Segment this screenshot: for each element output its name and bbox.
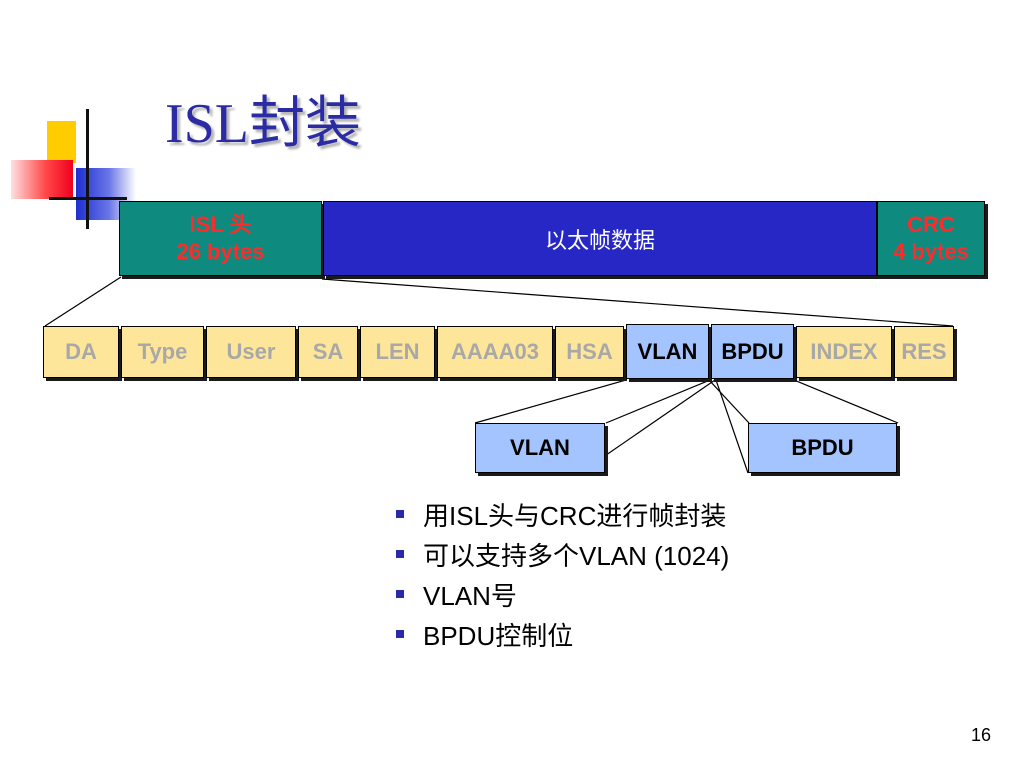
detail-vlan-box: VLAN: [475, 423, 605, 473]
field-res: RES: [894, 326, 954, 378]
bullet-item: BPDU控制位: [396, 614, 729, 654]
connector-bpdu-left: [708, 379, 750, 424]
bullet-square-icon: [396, 590, 404, 598]
bullet-text: VLAN号: [423, 580, 517, 611]
bullet-text: 用ISL头与CRC进行帧封装: [423, 500, 727, 531]
connector-bpdu-right: [793, 379, 899, 424]
bullet-list: 用ISL头与CRC进行帧封装 可以支持多个VLAN (1024) VLAN号 B…: [396, 494, 729, 654]
detail-bpdu-box: BPDU: [748, 423, 897, 473]
connector-vlan-left: [474, 379, 627, 424]
bullet-square-icon: [396, 630, 404, 638]
slide-title: ISL封装: [165, 93, 361, 155]
bullet-text: BPDU控制位: [423, 620, 574, 651]
decor-yellow-square: [47, 121, 76, 163]
field-sa: SA: [298, 326, 358, 378]
page-number: 16: [970, 725, 991, 745]
field-index: INDEX: [796, 326, 892, 378]
decor-red-bar: [11, 160, 73, 199]
field-aaaa03: AAAA03: [437, 326, 553, 378]
connector-bpdu-vlan-right: [715, 379, 749, 474]
bullet-item: 可以支持多个VLAN (1024): [396, 534, 729, 574]
field-type: Type: [121, 326, 204, 378]
bullet-item: 用ISL头与CRC进行帧封装: [396, 494, 729, 534]
crc-label: CRC: [907, 212, 955, 238]
bullet-text: 可以支持多个VLAN (1024): [423, 540, 730, 571]
ethernet-data-box: 以太帧数据: [323, 201, 877, 276]
field-len: LEN: [360, 326, 435, 378]
field-user: User: [206, 326, 296, 378]
decor-vertical-line: [86, 109, 89, 229]
field-bpdu: BPDU: [711, 324, 794, 379]
bullet-square-icon: [396, 550, 404, 558]
bullet-square-icon: [396, 510, 404, 518]
field-hsa: HSA: [555, 326, 624, 378]
field-da: DA: [43, 326, 119, 378]
bullet-item: VLAN号: [396, 574, 729, 614]
crc-size: 4 bytes: [893, 238, 969, 264]
isl-header-label: ISL 头: [189, 212, 252, 238]
crc-box: CRC 4 bytes: [877, 201, 985, 276]
connector-isl-left: [44, 276, 122, 327]
connector-isl-right: [321, 278, 954, 327]
decor-horizontal-line: [49, 197, 127, 200]
isl-header-size: 26 bytes: [176, 238, 265, 264]
isl-header-box: ISL 头 26 bytes: [119, 201, 322, 276]
field-vlan: VLAN: [626, 324, 709, 379]
connector-vlan-right: [605, 379, 711, 424]
